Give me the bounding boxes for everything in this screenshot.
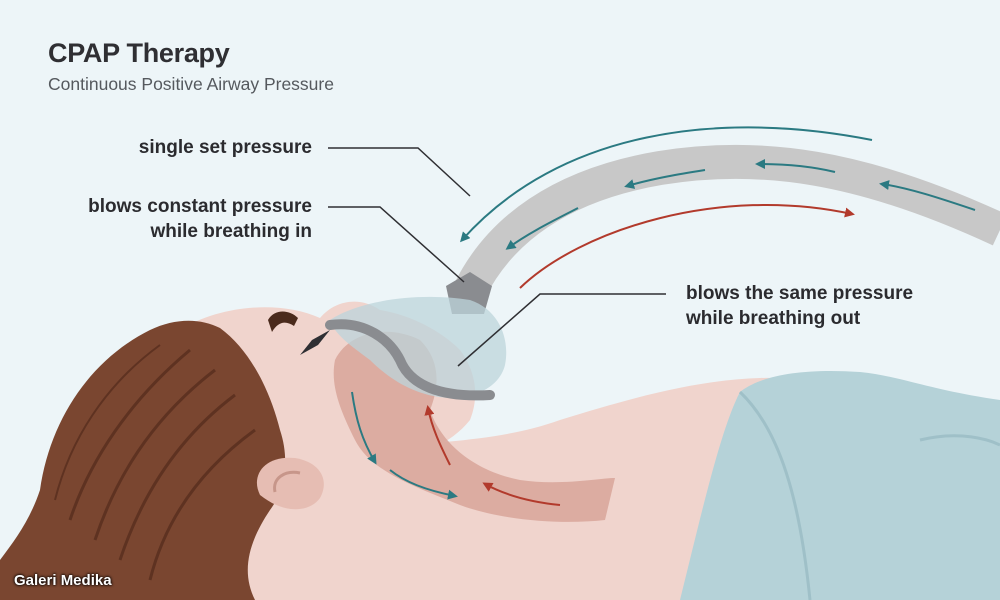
- page-title: CPAP Therapy: [48, 38, 229, 69]
- cpap-hose: [470, 162, 1000, 290]
- watermark: Galeri Medika: [14, 572, 112, 589]
- outer-exhale-arrow: [520, 205, 852, 288]
- leader-line-single-set-pressure: [328, 148, 470, 196]
- label-exhale-pressure: blows the same pressure while breathing …: [686, 281, 913, 331]
- leader-line-inhale: [328, 207, 464, 282]
- label-exhale-line-1: blows the same pressure: [686, 281, 913, 306]
- label-exhale-line-2: while breathing out: [686, 306, 913, 331]
- label-inhale-line-2: while breathing in: [88, 219, 312, 244]
- label-single-set-pressure: single set pressure: [139, 135, 312, 160]
- label-inhale-line-1: blows constant pressure: [88, 194, 312, 219]
- label-inhale-pressure: blows constant pressure while breathing …: [88, 194, 312, 244]
- label-single-set-pressure-text: single set pressure: [139, 137, 312, 158]
- page-subtitle: Continuous Positive Airway Pressure: [48, 74, 334, 95]
- patient-hair: [0, 321, 285, 600]
